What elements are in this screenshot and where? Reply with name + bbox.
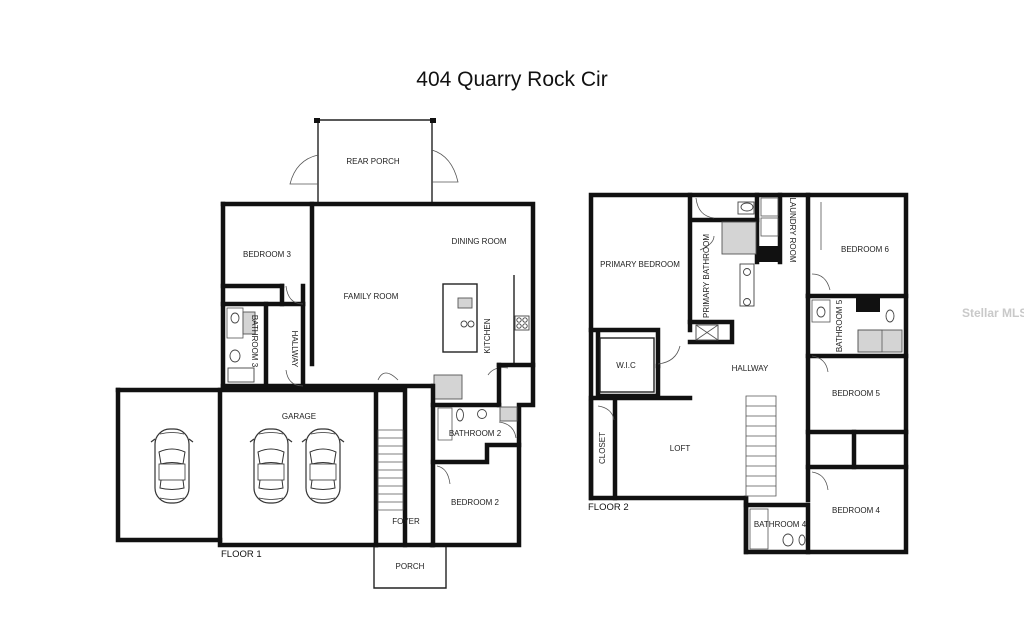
room-label-rear-porch: REAR PORCH (346, 157, 400, 166)
room-label-hallway-floor-1: HALLWAY (290, 331, 299, 368)
room-label-hallway-floor-2: HALLWAY (732, 364, 769, 373)
room-label-bedroom-3: BEDROOM 3 (243, 250, 292, 259)
room-label-primary-bathroom: PRIMARY BATHROOM (702, 234, 711, 318)
room-label-bedroom-6: BEDROOM 6 (841, 245, 890, 254)
room-label-laundry-room: LAUNDRY ROOM (788, 197, 797, 262)
room-label-garage: GARAGE (282, 412, 316, 421)
room-label-foyer: FOYER (392, 517, 420, 526)
room-label-wic: W.I.C (616, 361, 636, 370)
room-label-closet: CLOSET (598, 432, 607, 464)
car-icon (249, 428, 293, 504)
car-icon (301, 428, 345, 504)
room-label-primary-bedroom: PRIMARY BEDROOM (600, 260, 680, 269)
floor-2-label: FLOOR 2 (588, 502, 629, 513)
watermark: Stellar MLS (962, 306, 1024, 320)
room-label-bathroom-5: BATHROOM 5 (835, 299, 844, 352)
room-label-bedroom-2: BEDROOM 2 (451, 498, 500, 507)
floor-1-label: FLOOR 1 (221, 549, 262, 560)
room-label-bedroom-5: BEDROOM 5 (832, 389, 881, 398)
room-label-loft: LOFT (670, 444, 691, 453)
room-label-porch: PORCH (396, 562, 425, 571)
floor-1-plan (115, 118, 536, 589)
room-label-bathroom-4: BATHROOM 4 (754, 520, 807, 529)
room-label-kitchen: KITCHEN (483, 318, 492, 353)
floor-2-plan (588, 192, 909, 555)
room-label-dining-room: DINING ROOM (451, 237, 506, 246)
room-label-bathroom-3: BATHROOM 3 (250, 315, 259, 368)
room-label-bathroom-2: BATHROOM 2 (449, 429, 502, 438)
room-label-bedroom-4: BEDROOM 4 (832, 506, 881, 515)
car-icon (150, 428, 194, 504)
room-label-family-room: FAMILY ROOM (344, 292, 399, 301)
stairs-floor-1 (377, 429, 404, 511)
stairs-floor-2 (745, 395, 777, 497)
page-title: 404 Quarry Rock Cir (416, 68, 607, 91)
